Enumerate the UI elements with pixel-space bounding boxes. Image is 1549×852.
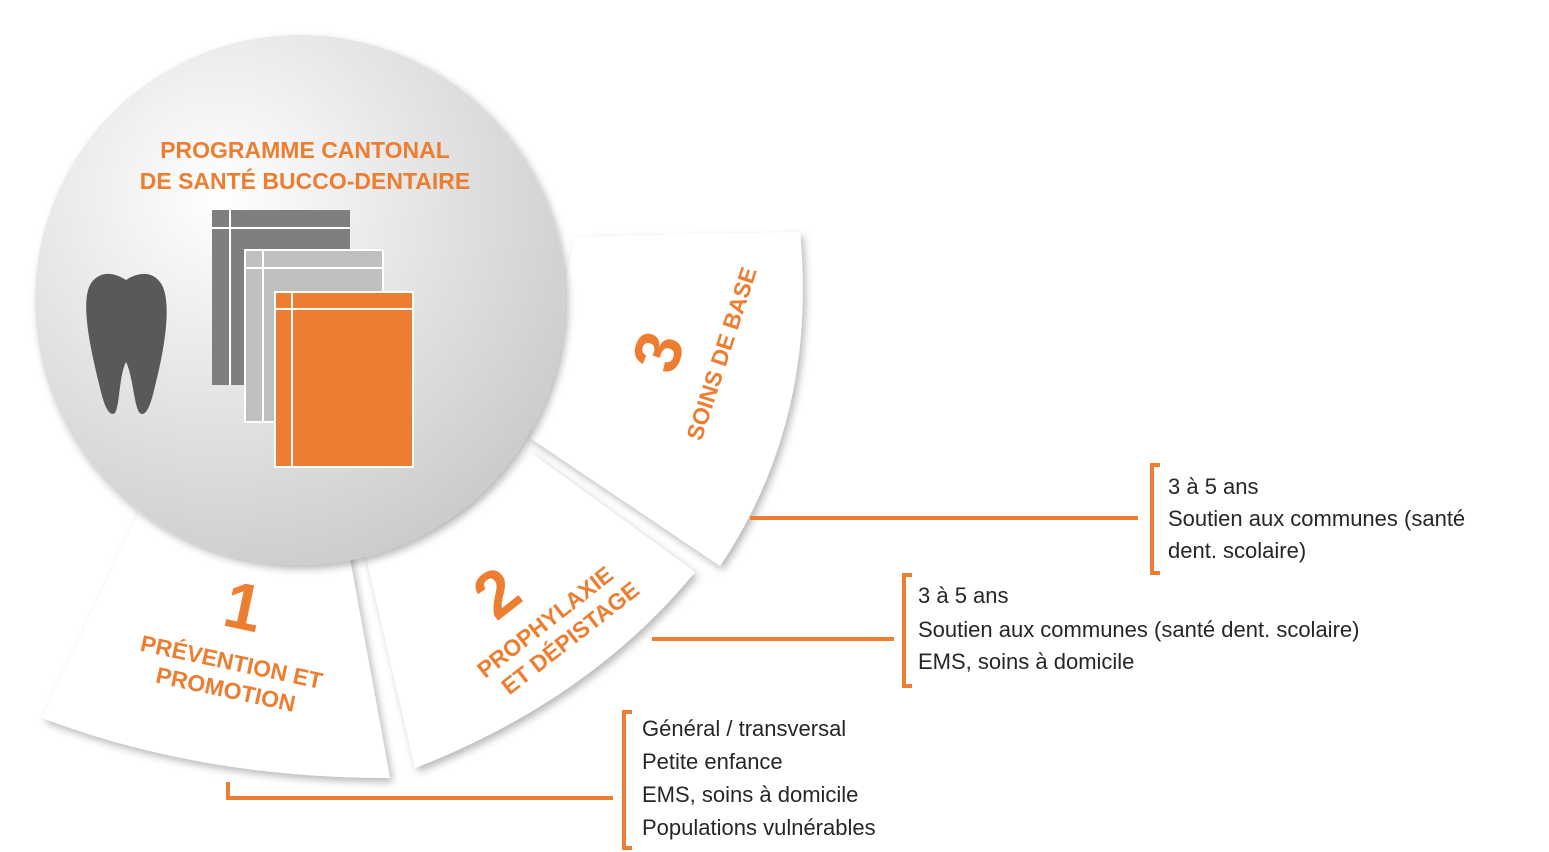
bracket-segment-2 [902,573,912,688]
note-segment-1-line: EMS, soins à domicile [642,782,858,807]
document-sheet-front [274,291,414,468]
notes-segment-1: Général / transversal Petite enfance EMS… [642,716,876,840]
note-segment-2-line: EMS, soins à domicile [918,649,1134,674]
note-segment-3-line: Soutien aux communes (santé [1168,506,1465,531]
bracket-segment-3 [1150,463,1160,575]
note-segment-1-line: Populations vulnérables [642,815,876,840]
segment-2-prophylaxie: 2 PROPHYLAXIE ET DÉPISTAGE [365,452,695,768]
central-hub: PROGRAMME CANTONAL DE SANTÉ BUCCO-DENTAI… [35,35,565,565]
notes-segment-2: 3 à 5 ans Soutien aux communes (santé de… [918,583,1359,674]
segment-1-wedge [42,510,390,778]
documents-icon [212,210,414,468]
note-segment-1-line: Petite enfance [642,749,783,774]
note-segment-1-line: Général / transversal [642,716,846,741]
hub-title-line2: DE SANTÉ BUCCO-DENTAIRE [140,167,471,194]
hub-title-line1: PROGRAMME CANTONAL [160,137,450,163]
bracket-segment-1 [622,710,632,850]
segment-3-soins-de-base: 3 SOINS DE BASE [530,232,803,566]
tooth-icon [86,273,167,414]
note-segment-2-line: Soutien aux communes (santé dent. scolai… [918,617,1359,642]
notes-segment-3: 3 à 5 ans Soutien aux communes (santé de… [1168,474,1465,563]
segment-3-wedge [530,232,803,566]
connector-segment-1 [226,782,613,800]
note-segment-3-line: dent. scolaire) [1168,538,1306,563]
connectors [226,463,1160,850]
note-segment-3-line: 3 à 5 ans [1168,474,1259,499]
note-segment-2-line: 3 à 5 ans [918,583,1009,608]
segment-1-prevention: 1 PRÉVENTION ET PROMOTION [42,510,390,778]
segment-2-wedge [365,452,695,768]
